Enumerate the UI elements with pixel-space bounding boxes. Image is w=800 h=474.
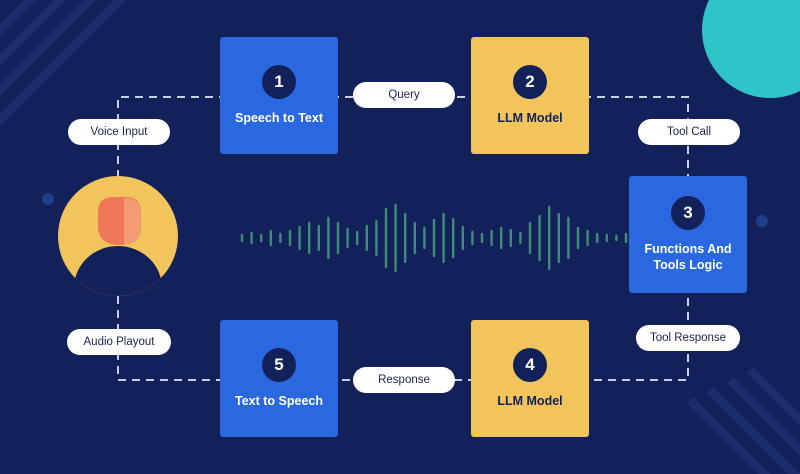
step-number-badge: 5 [262,348,296,382]
decor-teal-circle [702,0,800,98]
step-label: LLM Model [497,394,563,408]
connector-voice-input: Voice Input [68,119,170,145]
step-text-to-speech: 5 Text to Speech [220,320,338,437]
step-number-badge: 3 [671,196,705,230]
step-label: LLM Model [497,111,563,125]
audio-waveform-icon [240,203,637,273]
user-avatar-icon [58,176,178,296]
step-label: Functions And Tools Logic [644,242,732,272]
step-number-badge: 1 [262,65,296,99]
decor-stripes-bottom-right [686,366,800,474]
step-speech-to-text: 1 Speech to Text [220,37,338,154]
step-llm-model-query: 2 LLM Model [471,37,589,154]
connector-tool-response: Tool Response [636,325,740,351]
step-label: Speech to Text [235,111,323,125]
connector-response: Response [353,367,455,393]
decor-stripes-top-left [0,0,127,127]
connector-query: Query [353,82,455,108]
flow-path-top [117,96,689,178]
flow-loop-dashed [117,96,689,381]
connector-audio-playout: Audio Playout [67,329,171,355]
step-number-badge: 4 [513,348,547,382]
connector-tool-call: Tool Call [638,119,740,145]
decor-dot-right [756,215,768,227]
step-llm-model-response: 4 LLM Model [471,320,589,437]
step-label: Text to Speech [235,394,323,408]
step-functions-tools-logic: 3 Functions And Tools Logic [629,176,747,293]
step-number-badge: 2 [513,65,547,99]
decor-dot-left [42,193,54,205]
